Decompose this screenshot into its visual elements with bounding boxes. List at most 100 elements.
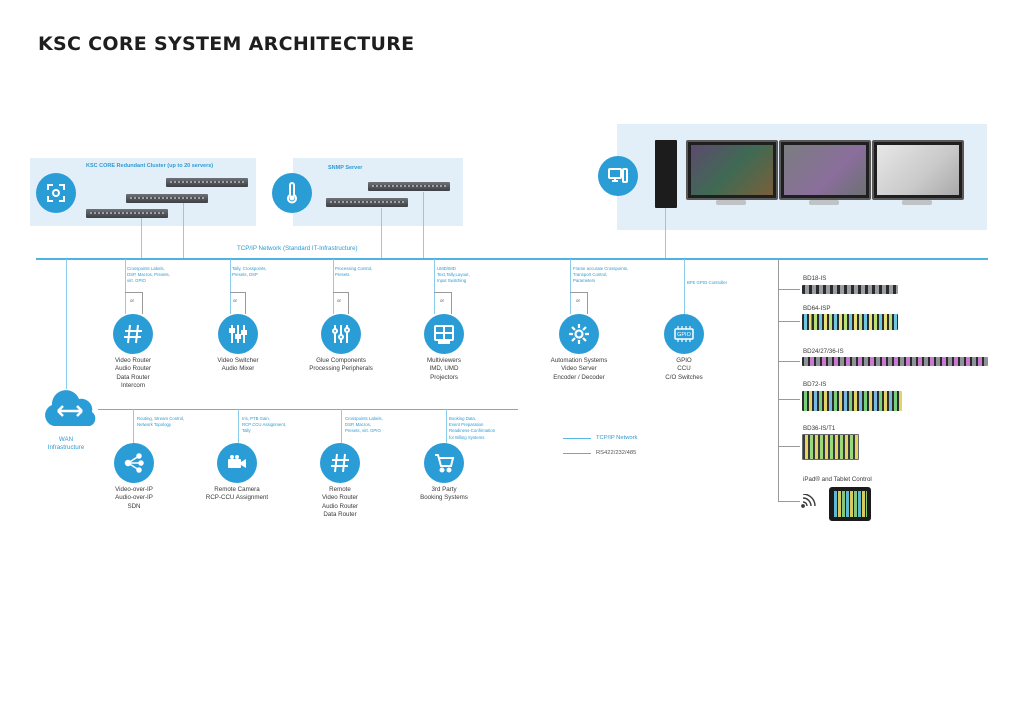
monitor-3: [872, 140, 964, 200]
panel-branch: [778, 289, 800, 290]
link: [333, 259, 334, 314]
link: [341, 409, 342, 443]
link: [141, 218, 142, 258]
glue-controls-icon: [321, 314, 361, 354]
snmp-panel: [293, 158, 463, 226]
glue-note: Processing Control,Presets: [335, 266, 373, 278]
gear-icon: [559, 314, 599, 354]
camera-note: Iris, PTB Gain,RCP CCU Assignment,Tally: [242, 416, 287, 434]
mixer-sliders-icon: [218, 314, 258, 354]
bracket: [587, 292, 588, 314]
bd18-label: BD18-IS: [803, 275, 827, 282]
gpio-note: BFE GPIO Controller: [687, 280, 728, 285]
remote-router-note: Crosspoints Labels,DSP, Macros,Presets, …: [345, 416, 383, 434]
link: [381, 208, 382, 258]
wan-cloud-icon: [40, 386, 100, 430]
panel-trunk: [778, 259, 779, 502]
gpio-chip-text: GPIO: [677, 332, 691, 338]
panel-branch: [778, 321, 800, 322]
automation-or: or: [576, 298, 581, 303]
workstation-icon: [598, 156, 638, 196]
bd36-label: BD36-IS/T1: [803, 425, 836, 432]
monitor-2: [779, 140, 871, 200]
camera-icon: [217, 443, 257, 483]
monitor-stand-1: [716, 200, 746, 205]
cluster-server-2: [126, 194, 208, 203]
legend-serial-label: RS422/232/485: [596, 450, 637, 456]
bd64-panel: [802, 314, 898, 330]
bracket: [348, 292, 349, 314]
wan-link: [66, 259, 67, 389]
link: [665, 208, 666, 258]
pc-tower: [655, 140, 677, 208]
link: [125, 259, 126, 314]
multiviewer-or: or: [440, 298, 445, 303]
link: [423, 192, 424, 258]
link: [434, 259, 435, 314]
router-note: Crosspoints Labels,DSP, Macros, Presets,…: [127, 266, 170, 284]
switcher-or: or: [233, 298, 238, 303]
wan-bus-line: [98, 409, 518, 410]
bd24-label: BD24/27/36-IS: [803, 348, 844, 355]
snmp-panel-label: SNMP Server: [328, 165, 363, 171]
gpio-chip-icon: GPIO: [664, 314, 704, 354]
page-title: KSC CORE SYSTEM ARCHITECTURE: [38, 33, 415, 55]
remote-router-hash-icon: [320, 443, 360, 483]
bracket: [434, 292, 452, 293]
panel-branch: [778, 361, 800, 362]
shopping-cart-icon: [424, 443, 464, 483]
snmp-server-2: [326, 198, 408, 207]
legend-tcpip-line: [563, 438, 591, 439]
glue-or: or: [337, 298, 342, 303]
tcpip-network-line: [36, 258, 988, 260]
bracket: [125, 292, 143, 293]
automation-note: Frame accurate Crosspoints,Transport Con…: [573, 266, 629, 284]
cluster-icon: [36, 173, 76, 213]
bd18-panel: [802, 285, 898, 294]
ipad-label: iPad® and Tablet Control: [803, 476, 872, 483]
wifi-icon: [801, 493, 817, 508]
monitor-stand-2: [809, 200, 839, 205]
multiviewer-icon: [424, 314, 464, 354]
link: [183, 203, 184, 258]
bd72-label: BD72-IS: [803, 381, 827, 388]
link: [570, 259, 571, 314]
cluster-server-1: [166, 178, 248, 187]
router-hash-icon: [113, 314, 153, 354]
bd64-label: BD64-ISP: [803, 305, 831, 312]
thermometer-icon: [272, 173, 312, 213]
legend-tcpip-label: TCP/IP Network: [596, 435, 638, 441]
ipad-device: [829, 487, 871, 521]
sdn-note: Routing, Stream Control,Network Topology: [137, 416, 185, 428]
bracket: [142, 292, 143, 314]
monitor-stand-3: [902, 200, 932, 205]
network-share-icon: [114, 443, 154, 483]
bracket: [245, 292, 246, 314]
panel-branch: [778, 399, 800, 400]
link: [133, 409, 134, 443]
panel-branch: [778, 501, 800, 502]
router-or: or: [130, 298, 135, 303]
monitor-1: [686, 140, 778, 200]
switcher-note: Tally, Crosspoints,Presets, DSP: [232, 266, 267, 278]
network-label: TCP/IP Network (Standard IT-Infrastructu…: [237, 245, 358, 252]
link: [230, 259, 231, 314]
link: [684, 259, 685, 314]
link: [238, 409, 239, 443]
bd72-panel: [802, 391, 902, 411]
bd24-panel: [802, 357, 988, 366]
panel-branch: [778, 446, 800, 447]
